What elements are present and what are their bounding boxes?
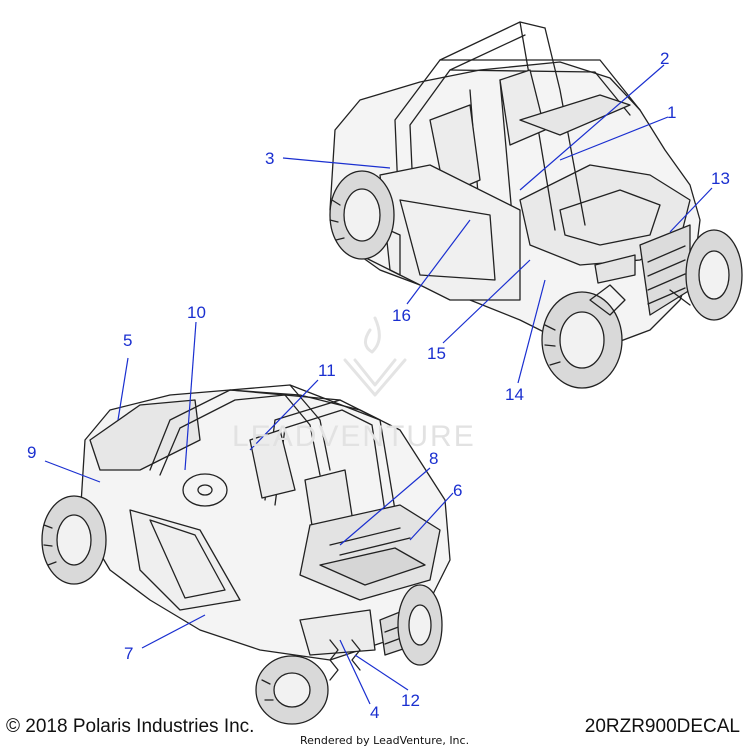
callout-7[interactable]: 7 xyxy=(124,644,134,663)
leader-line-8 xyxy=(339,467,431,546)
top-vehicle xyxy=(329,21,743,389)
leader-line-3 xyxy=(282,157,391,169)
callout-5[interactable]: 5 xyxy=(123,331,133,350)
leader-line-14 xyxy=(517,279,546,384)
leader-line-9 xyxy=(44,460,101,483)
leader-line-12 xyxy=(354,654,409,691)
callout-13[interactable]: 13 xyxy=(711,169,730,188)
callout-2[interactable]: 2 xyxy=(660,49,670,68)
copyright-notice: © 2018 Polaris Industries Inc. xyxy=(6,716,255,737)
callout-15[interactable]: 15 xyxy=(427,344,446,363)
leader-line-11 xyxy=(249,379,319,451)
callout-6[interactable]: 6 xyxy=(453,481,463,500)
leader-line-6 xyxy=(409,492,454,541)
leader-line-7 xyxy=(141,614,206,649)
leader-line-10 xyxy=(184,321,197,471)
callout-12[interactable]: 12 xyxy=(401,691,420,710)
callout-8[interactable]: 8 xyxy=(429,449,439,468)
callout-3[interactable]: 3 xyxy=(265,149,275,168)
leader-line-13 xyxy=(669,187,713,233)
leader-line-5 xyxy=(117,357,129,421)
leader-line-2 xyxy=(519,64,665,191)
leader-line-1 xyxy=(559,116,669,161)
callout-14[interactable]: 14 xyxy=(505,385,524,404)
callout-4[interactable]: 4 xyxy=(370,703,380,722)
callout-11[interactable]: 11 xyxy=(318,361,336,380)
bottom-vehicle xyxy=(41,384,451,725)
callout-10[interactable]: 10 xyxy=(187,303,206,322)
rendered-by-text: Rendered by LeadVenture, Inc. xyxy=(300,734,470,747)
leader-line-15 xyxy=(442,259,531,344)
watermark-logo xyxy=(343,316,407,397)
callout-1[interactable]: 1 xyxy=(667,103,677,122)
watermark-text: LEADVENTURE xyxy=(232,420,476,453)
diagram-code: 20RZR900DECAL xyxy=(584,716,740,737)
callout-16[interactable]: 16 xyxy=(392,306,411,325)
callout-9[interactable]: 9 xyxy=(27,443,37,462)
leader-line-4 xyxy=(339,639,371,705)
leader-lines xyxy=(44,64,713,705)
leader-line-16 xyxy=(406,219,471,305)
